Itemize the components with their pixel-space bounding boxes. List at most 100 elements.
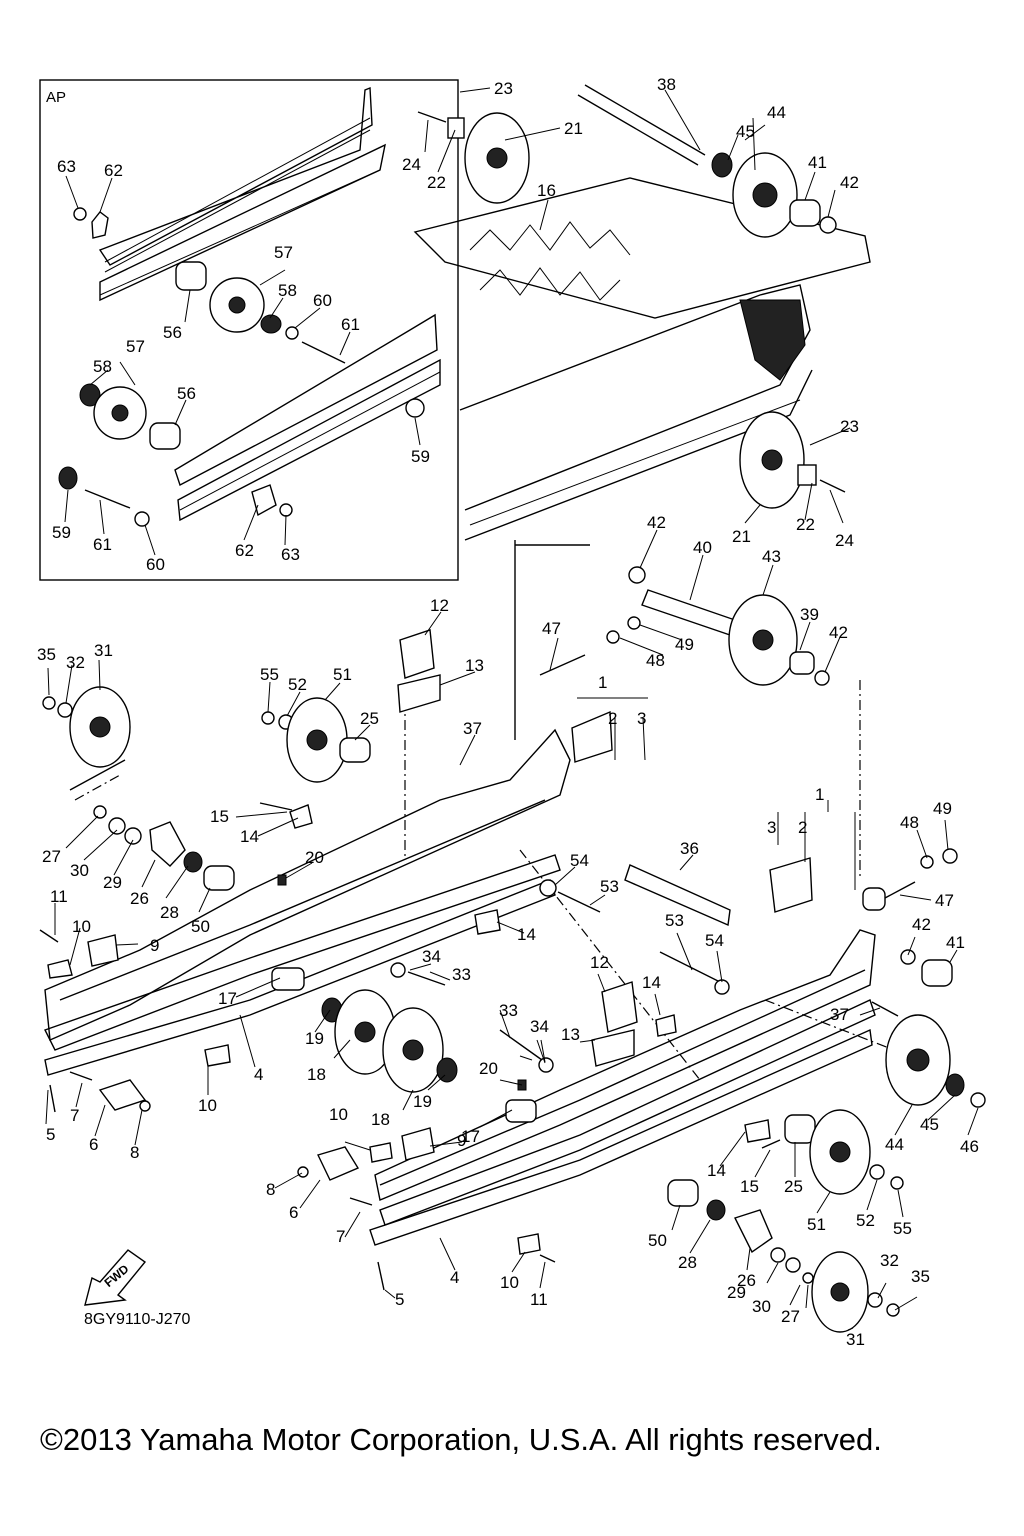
callout: 22 (427, 173, 446, 192)
callout: 60 (146, 555, 165, 574)
callout: 54 (705, 931, 724, 950)
callout: 45 (920, 1115, 939, 1134)
washer-icon (108, 817, 126, 835)
bracket-icon (571, 710, 613, 763)
callout: 59 (52, 523, 71, 542)
callout: 57 (274, 243, 293, 262)
collar-icon (921, 959, 953, 987)
callout: 10 (500, 1273, 519, 1292)
nut-icon (886, 1303, 900, 1317)
callout: 50 (191, 917, 210, 936)
callout: 30 (70, 861, 89, 880)
collar-icon (505, 1099, 537, 1123)
washer-icon (770, 1247, 786, 1263)
washer-icon (539, 879, 557, 897)
stopper-icon (87, 934, 119, 967)
circlip-icon (93, 805, 107, 819)
callout: 13 (561, 1025, 580, 1044)
callout: 32 (66, 653, 85, 672)
callout: 8 (266, 1180, 275, 1199)
callout: 36 (680, 839, 699, 858)
callout: 24 (835, 531, 854, 550)
callout: 42 (829, 623, 848, 642)
callout: 12 (430, 596, 449, 615)
stopper-icon (401, 1127, 435, 1161)
callout: 52 (288, 675, 307, 694)
callout: 48 (900, 813, 919, 832)
callout: 61 (341, 315, 360, 334)
nut-icon (73, 207, 87, 221)
callout: 42 (840, 173, 859, 192)
diagram-code: 8GY9110-J270 (84, 1311, 191, 1328)
slider-bracket-icon (149, 821, 186, 867)
callout: 60 (313, 291, 332, 310)
callout: 9 (457, 1131, 466, 1150)
washer-icon (57, 702, 73, 718)
callout: 34 (530, 1017, 549, 1036)
right-slide-rail (369, 680, 921, 1246)
bearing-icon (945, 1073, 965, 1097)
bracket-icon (769, 857, 813, 913)
callout: 53 (665, 911, 684, 930)
track-frame-group (413, 84, 871, 740)
bracket-icon (251, 484, 277, 517)
callout: 10 (198, 1096, 217, 1115)
callout: 61 (93, 535, 112, 554)
collar-icon (447, 117, 465, 139)
callout: 41 (808, 153, 827, 172)
bolt-icon (499, 1029, 543, 1061)
washer-icon (405, 398, 425, 418)
callout: 62 (104, 161, 123, 180)
callout: 52 (856, 1211, 875, 1230)
bolt-icon (301, 341, 346, 364)
callout: 57 (126, 337, 145, 356)
callout: 17 (461, 1127, 480, 1146)
bearing-icon (436, 1057, 458, 1083)
callout: 29 (727, 1283, 746, 1302)
callout: 35 (37, 645, 56, 664)
clip-icon (369, 1142, 393, 1163)
runner-end-icon (98, 1079, 147, 1111)
callout: 51 (333, 665, 352, 684)
callout: 4 (254, 1065, 263, 1084)
callout: 51 (807, 1215, 826, 1234)
inset-title: AP (46, 89, 66, 106)
callout: 16 (537, 181, 556, 200)
bolt-icon (407, 971, 446, 986)
bearing-icon (706, 1199, 726, 1221)
callout: 20 (479, 1059, 498, 1078)
callout: 14 (517, 925, 536, 944)
callout: 31 (94, 641, 113, 660)
circlip-icon (802, 1272, 814, 1284)
callout: 6 (289, 1203, 298, 1222)
callout: 12 (590, 953, 609, 972)
washer-icon (538, 1057, 554, 1073)
callout: 11 (530, 1290, 548, 1309)
washer-icon (920, 855, 934, 869)
callout: 43 (762, 547, 781, 566)
stopper-icon (399, 629, 435, 679)
collar-icon (203, 865, 235, 891)
collar-icon (667, 1179, 699, 1207)
callout: 25 (784, 1177, 803, 1196)
callout: 49 (933, 799, 952, 818)
callout: 18 (307, 1065, 326, 1084)
callout: 7 (70, 1106, 79, 1125)
collar-icon (789, 199, 821, 227)
bolt-icon (259, 802, 293, 811)
screw-icon (377, 1261, 385, 1291)
callout: 47 (542, 619, 561, 638)
callout: 53 (600, 877, 619, 896)
shaft-icon (577, 84, 706, 166)
parts-right (297, 710, 986, 1333)
washer-icon (714, 979, 730, 995)
callout: 50 (648, 1231, 667, 1250)
collar-icon (271, 967, 305, 991)
callout: 42 (912, 915, 931, 934)
washer-icon (124, 827, 142, 845)
collar-icon (862, 887, 886, 911)
callout: 34 (422, 947, 441, 966)
callout: 19 (413, 1092, 432, 1111)
callout: 27 (42, 847, 61, 866)
